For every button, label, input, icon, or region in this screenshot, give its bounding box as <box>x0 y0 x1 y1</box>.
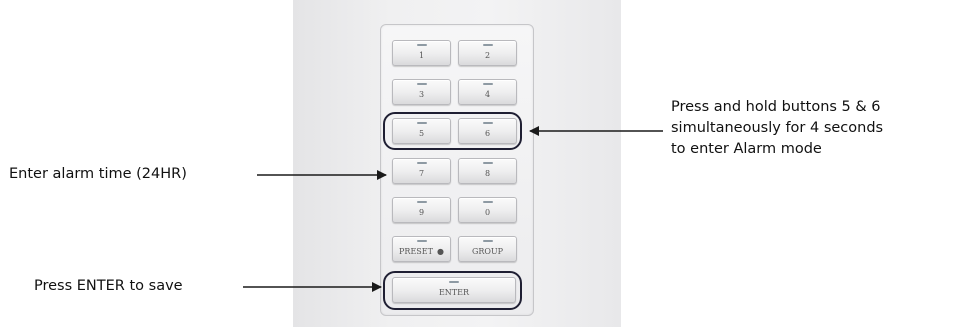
key-label: 3 <box>418 89 425 99</box>
key-1[interactable]: 1 <box>392 40 451 66</box>
callout-line: Press and hold buttons 5 & 6 <box>671 99 881 115</box>
key-label: 9 <box>418 207 425 217</box>
key-label: 4 <box>484 89 491 99</box>
callout-hold-5-6: Press and hold buttons 5 & 6 simultaneou… <box>671 97 883 160</box>
key-7[interactable]: 7 <box>392 158 451 184</box>
key-label: PRESET <box>399 246 433 256</box>
key-led <box>482 162 493 164</box>
key-3[interactable]: 3 <box>392 79 451 105</box>
key-led <box>482 240 493 242</box>
key-led <box>482 122 493 124</box>
key-label: ENTER <box>438 287 470 297</box>
key-led <box>482 44 493 46</box>
key-8[interactable]: 8 <box>458 158 517 184</box>
key-2[interactable]: 2 <box>458 40 517 66</box>
preset-indicator-dot: ● <box>436 246 444 256</box>
key-led <box>416 201 427 203</box>
key-led <box>416 122 427 124</box>
key-0[interactable]: 0 <box>458 197 517 223</box>
key-label: 0 <box>484 207 491 217</box>
key-6[interactable]: 6 <box>458 118 517 144</box>
key-preset[interactable]: PRESET ● <box>392 236 451 262</box>
callout-alarm-time: Enter alarm time (24HR) <box>9 166 187 182</box>
callout-line: simultaneously for 4 seconds <box>671 120 884 136</box>
key-enter[interactable]: ENTER <box>392 277 516 303</box>
key-5[interactable]: 5 <box>392 118 451 144</box>
key-group[interactable]: GROUP <box>458 236 517 262</box>
key-led <box>482 201 493 203</box>
key-label: 8 <box>484 168 491 178</box>
key-led <box>416 44 427 46</box>
callout-enter-save: Press ENTER to save <box>34 278 183 294</box>
key-led <box>416 83 427 85</box>
key-label: GROUP <box>471 246 504 256</box>
callout-line: to enter Alarm mode <box>671 141 822 157</box>
highlight-enter-key <box>383 271 522 310</box>
key-label: 6 <box>484 128 491 138</box>
key-label: 1 <box>418 50 425 60</box>
key-9[interactable]: 9 <box>392 197 451 223</box>
key-label: 5 <box>418 128 425 138</box>
key-led <box>416 240 427 242</box>
key-led <box>416 162 427 164</box>
key-label: 7 <box>418 168 425 178</box>
key-led <box>449 281 459 283</box>
key-4[interactable]: 4 <box>458 79 517 105</box>
highlight-keys-5-6 <box>383 112 522 150</box>
key-led <box>482 83 493 85</box>
key-label: 2 <box>484 50 491 60</box>
